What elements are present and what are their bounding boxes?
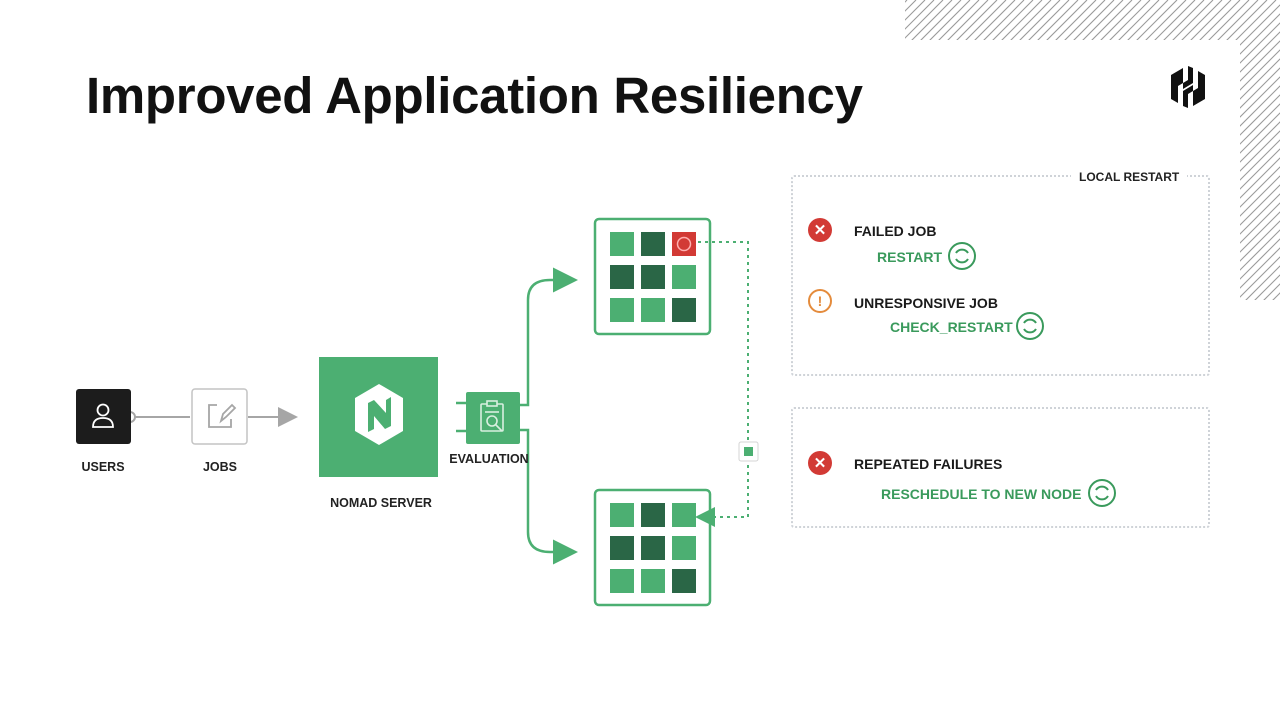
x-circle-icon: ✕	[808, 451, 832, 475]
users-node	[76, 389, 131, 444]
bottom-client-task-cell	[672, 536, 696, 560]
top-client-task-cell	[672, 298, 696, 322]
top-client-task-cell	[610, 265, 634, 289]
restart-action-label: RESTART	[877, 249, 943, 265]
migrating-task-inner	[744, 447, 753, 456]
top-client-task-cell	[610, 298, 634, 322]
local-restart-title: LOCAL RESTART	[1071, 170, 1188, 184]
clipboard-search-icon	[480, 400, 504, 432]
nomad-logo-icon	[355, 384, 403, 445]
bottom-client-task-cell	[610, 536, 634, 560]
repeated-failures-label: REPEATED FAILURES	[854, 456, 1003, 472]
bottom-client-task-cell	[641, 503, 665, 527]
bottom-client-task-cell	[641, 536, 665, 560]
bottom-client-task-cell	[610, 503, 634, 527]
failed-job-label: FAILED JOB	[854, 223, 937, 239]
bottom-client-task-cell	[610, 569, 634, 593]
exclamation-circle-icon: !	[808, 289, 832, 313]
top-client-task-cell	[641, 232, 665, 256]
users-label: USERS	[81, 460, 125, 474]
bottom-client-task-cell	[672, 503, 696, 527]
bottom-client-task-cell	[672, 569, 696, 593]
unresponsive-job-label: UNRESPONSIVE JOB	[854, 295, 998, 311]
top-client-task-cell	[672, 265, 696, 289]
restart-icon	[1016, 312, 1044, 340]
top-client-task-cell	[641, 298, 665, 322]
restart-icon	[1088, 479, 1116, 507]
local-restart-panel	[791, 175, 1210, 376]
reschedule-panel	[791, 407, 1210, 528]
jobs-label: JOBS	[202, 460, 238, 474]
user-icon	[92, 403, 114, 428]
top-client-task-cell	[672, 232, 696, 256]
top-client-task-cell	[641, 265, 665, 289]
edit-icon	[208, 403, 237, 428]
restart-icon	[948, 242, 976, 270]
x-circle-icon: ✕	[808, 218, 832, 242]
evaluation-node	[466, 392, 520, 444]
jobs-node	[191, 388, 248, 445]
evaluation-label: EVALUATION	[449, 452, 529, 466]
nomad-server-label: NOMAD SERVER	[330, 496, 432, 510]
hashicorp-logo-icon	[1171, 66, 1205, 108]
evaluation-to-bottom-client-arrow	[520, 428, 578, 565]
evaluation-to-top-client-arrow	[520, 267, 578, 407]
bottom-client-task-cell	[641, 569, 665, 593]
bottom-client-task-grid	[610, 503, 696, 593]
top-client-task-cell	[610, 232, 634, 256]
top-client-task-grid	[610, 232, 696, 322]
failed-task-icon	[676, 236, 692, 252]
reschedule-action-label: RESCHEDULE TO NEW NODE	[881, 486, 1082, 502]
check-restart-action-label: CHECK_RESTART	[890, 319, 1013, 335]
slide-title: Improved Application Resiliency	[86, 67, 863, 124]
